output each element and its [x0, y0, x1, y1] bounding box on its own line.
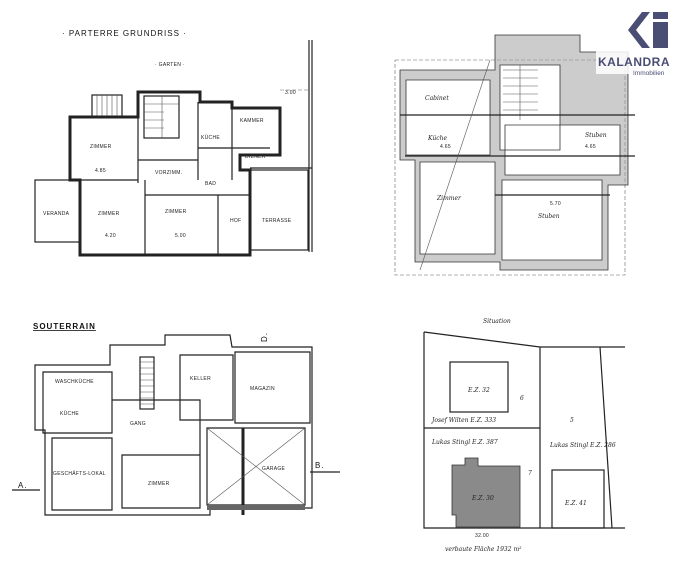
owner-label: Josef Wilten E.Z. 333 — [430, 417, 496, 424]
kalandra-logo: KALANDRA Immobilien — [596, 12, 676, 77]
room-label: DIENER — [245, 154, 266, 160]
area-note: verbaute Fläche 1932 m² — [445, 546, 522, 553]
room-label: WASCHKÜCHE — [55, 378, 94, 385]
upper-floor-plan: Cabinet Küche Zimmer Stuben Stuben 4.65 … — [394, 34, 635, 276]
situation-title: Situation — [483, 318, 511, 325]
room-label: KÜCHE — [60, 410, 79, 417]
parcel-label: E.Z. 30 — [471, 495, 494, 502]
room-label: ZIMMER — [90, 144, 112, 150]
room-label: Stuben — [538, 213, 560, 220]
room-label: KELLER — [190, 376, 211, 382]
room-label: Cabinet — [425, 95, 449, 102]
dimension: 4.85 — [95, 168, 106, 174]
garden-label: · GARTEN · — [155, 62, 185, 68]
section-mark-b: B. — [315, 461, 325, 470]
room-label: Stuben — [585, 132, 607, 139]
room-label: ZIMMER — [98, 211, 120, 217]
dimension: 5.70 — [550, 201, 561, 207]
dimension: 5.00 — [175, 233, 186, 239]
room-label: ZIMMER — [165, 209, 187, 215]
room-label: GARAGE — [262, 466, 286, 472]
souterrain-plan: SOUTERRAIN D. WASCHKÜCHE KÜCHE KELLER MA… — [12, 322, 340, 516]
dimension: 4.20 — [105, 233, 116, 239]
dimension: 4.65 — [585, 144, 596, 150]
parcel-label: E.Z. 41 — [564, 500, 587, 507]
room-label: ZIMMER — [148, 481, 170, 487]
dimension: 3.00 — [285, 90, 296, 96]
logo-name: KALANDRA — [598, 55, 670, 69]
souterrain-title: SOUTERRAIN — [33, 322, 96, 331]
owner-label: Lukas Stingl E.Z. 286 — [549, 442, 616, 449]
parcel-number: 7 — [528, 470, 532, 477]
dimension: 32.00 — [475, 533, 489, 539]
room-label: MAGAZIN — [250, 386, 275, 392]
room-label: KÜCHE — [201, 134, 220, 141]
situation-plan: Situation E.Z. 32 E.Z. 30 E.Z. 41 6 5 7 … — [423, 318, 625, 553]
room-label: KAMMER — [240, 118, 264, 124]
room-label: Küche — [427, 135, 447, 142]
room-label: TERRASSE — [262, 218, 292, 224]
dimension: 4.65 — [440, 144, 451, 150]
owner-label: Lukas Stingl E.Z. 387 — [431, 439, 498, 446]
section-mark-d: D. — [260, 332, 269, 342]
parcel-number: 6 — [520, 395, 524, 402]
room-label: VERANDA — [43, 211, 70, 217]
parcel-label: E.Z. 32 — [467, 387, 490, 394]
room-label: Zimmer — [436, 195, 462, 202]
room-label: BAD — [205, 181, 216, 187]
parterre-title: · PARTERRE GRUNDRISS · — [62, 29, 187, 38]
logo-subtitle: Immobilien — [633, 70, 665, 77]
parterre-plan: · PARTERRE GRUNDRISS · · GARTEN · ZIMMER… — [34, 29, 313, 257]
room-label: VORZIMM. — [155, 170, 182, 176]
parcel-number: 5 — [570, 417, 574, 424]
room-label: GESCHÄFTS-LOKAL — [53, 470, 106, 477]
room-label: HOF — [230, 218, 241, 224]
section-mark-a: A. — [18, 481, 28, 490]
room-label: GANG — [130, 421, 146, 427]
